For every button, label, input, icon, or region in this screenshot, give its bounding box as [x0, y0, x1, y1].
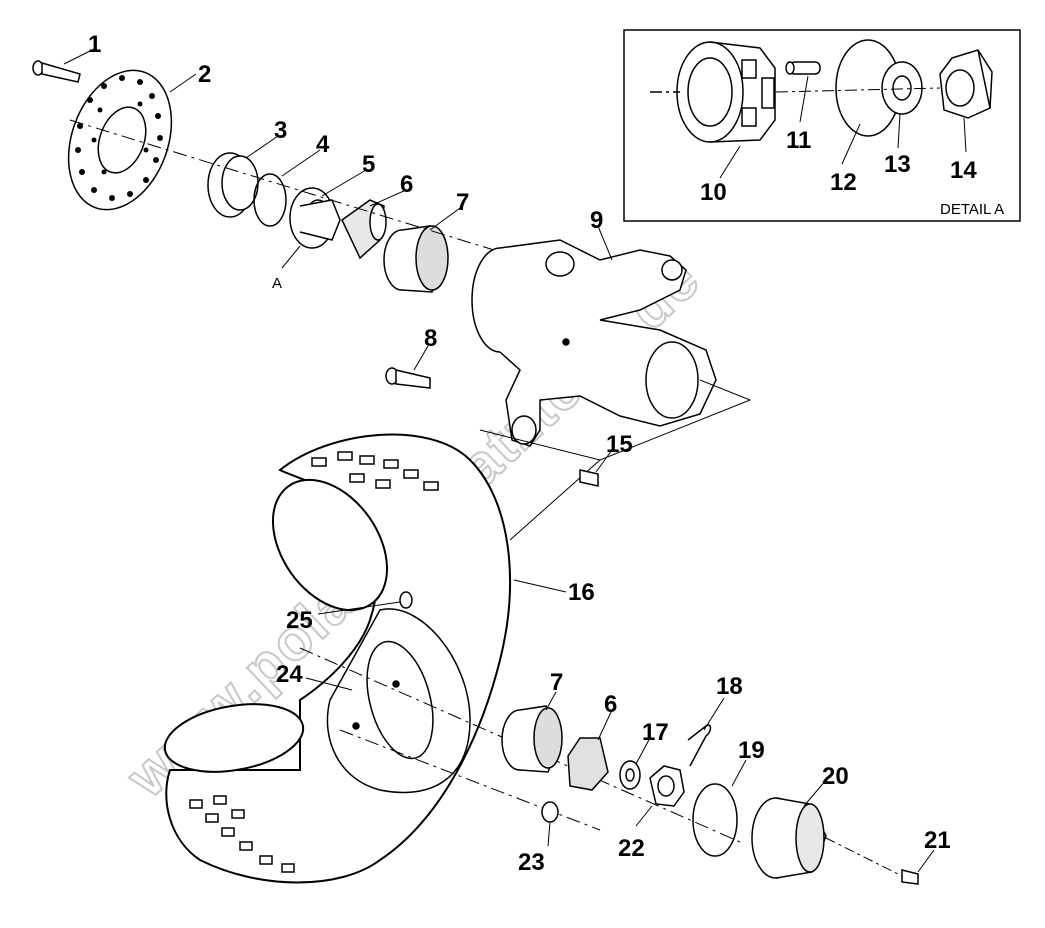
- stud-part: [579, 469, 599, 487]
- bearing-cup-lower-part: [501, 705, 563, 773]
- wheel-rim-part: [326, 608, 471, 794]
- callout-9: 9: [590, 207, 603, 234]
- callout-15: 15: [606, 431, 633, 458]
- callout-6-lower: 6: [604, 691, 617, 718]
- callout-7-lower: 7: [550, 669, 563, 696]
- callout-12: 12: [830, 169, 857, 196]
- callout-3: 3: [274, 117, 287, 144]
- callout-2: 2: [198, 61, 211, 88]
- cap-screw-part: [901, 869, 919, 885]
- callout-10: 10: [700, 179, 727, 206]
- screw-part: [32, 60, 81, 83]
- flat-washer-part: [619, 760, 641, 790]
- callout-21: 21: [924, 827, 951, 854]
- callout-24: 24: [276, 661, 303, 688]
- callout-17: 17: [642, 719, 669, 746]
- callout-5: 5: [362, 151, 375, 178]
- callout-8: 8: [424, 325, 437, 352]
- hub-knuckle-part: [471, 239, 717, 447]
- washer-part: [881, 61, 923, 115]
- tire-part: [163, 433, 511, 884]
- valve-stem-part: [399, 591, 413, 609]
- callout-22: 22: [618, 835, 645, 862]
- callout-14: 14: [950, 157, 977, 184]
- callout-16: 16: [568, 579, 595, 606]
- callout-20: 20: [822, 763, 849, 790]
- callout-6-upper: 6: [400, 171, 413, 198]
- hex-nut-part: [939, 49, 993, 119]
- callout-13: 13: [884, 151, 911, 178]
- bolt-part: [385, 367, 431, 389]
- lug-nut-part: [541, 801, 559, 823]
- callout-1: 1: [88, 31, 101, 58]
- cone-bearing-lower-part: [567, 737, 609, 791]
- hub-cap-part: [751, 797, 827, 879]
- pin-part: [785, 61, 821, 75]
- callout-11: 11: [786, 127, 811, 154]
- cone-bearing-part: [341, 199, 387, 260]
- bearing-cup-upper-part: [383, 225, 449, 293]
- castle-nut-part: [650, 41, 776, 143]
- callout-19: 19: [738, 737, 765, 764]
- spindle-part: [289, 187, 341, 249]
- cotter-pin-part: [687, 724, 712, 767]
- callout-4: 4: [316, 131, 330, 158]
- snap-ring-part: [253, 173, 287, 227]
- callout-7-upper: 7: [456, 189, 469, 216]
- detail-a-label: DETAIL A: [940, 201, 1004, 218]
- callout-18: 18: [716, 673, 743, 700]
- callouts: 1 2 3 4 5 6 7 8 9 10 11 12 13 14 15 16 1…: [88, 31, 977, 876]
- seal-part: [207, 152, 259, 218]
- callout-23: 23: [518, 849, 545, 876]
- leader-lines: [63, 47, 967, 873]
- axle-nut-part: [649, 765, 685, 807]
- ref-label-a: A: [272, 275, 282, 292]
- callout-25: 25: [286, 607, 313, 634]
- detail-a-box: DETAIL A: [623, 29, 1021, 222]
- brake-disc-part: [67, 69, 173, 211]
- hub-o-ring-part: [692, 783, 738, 857]
